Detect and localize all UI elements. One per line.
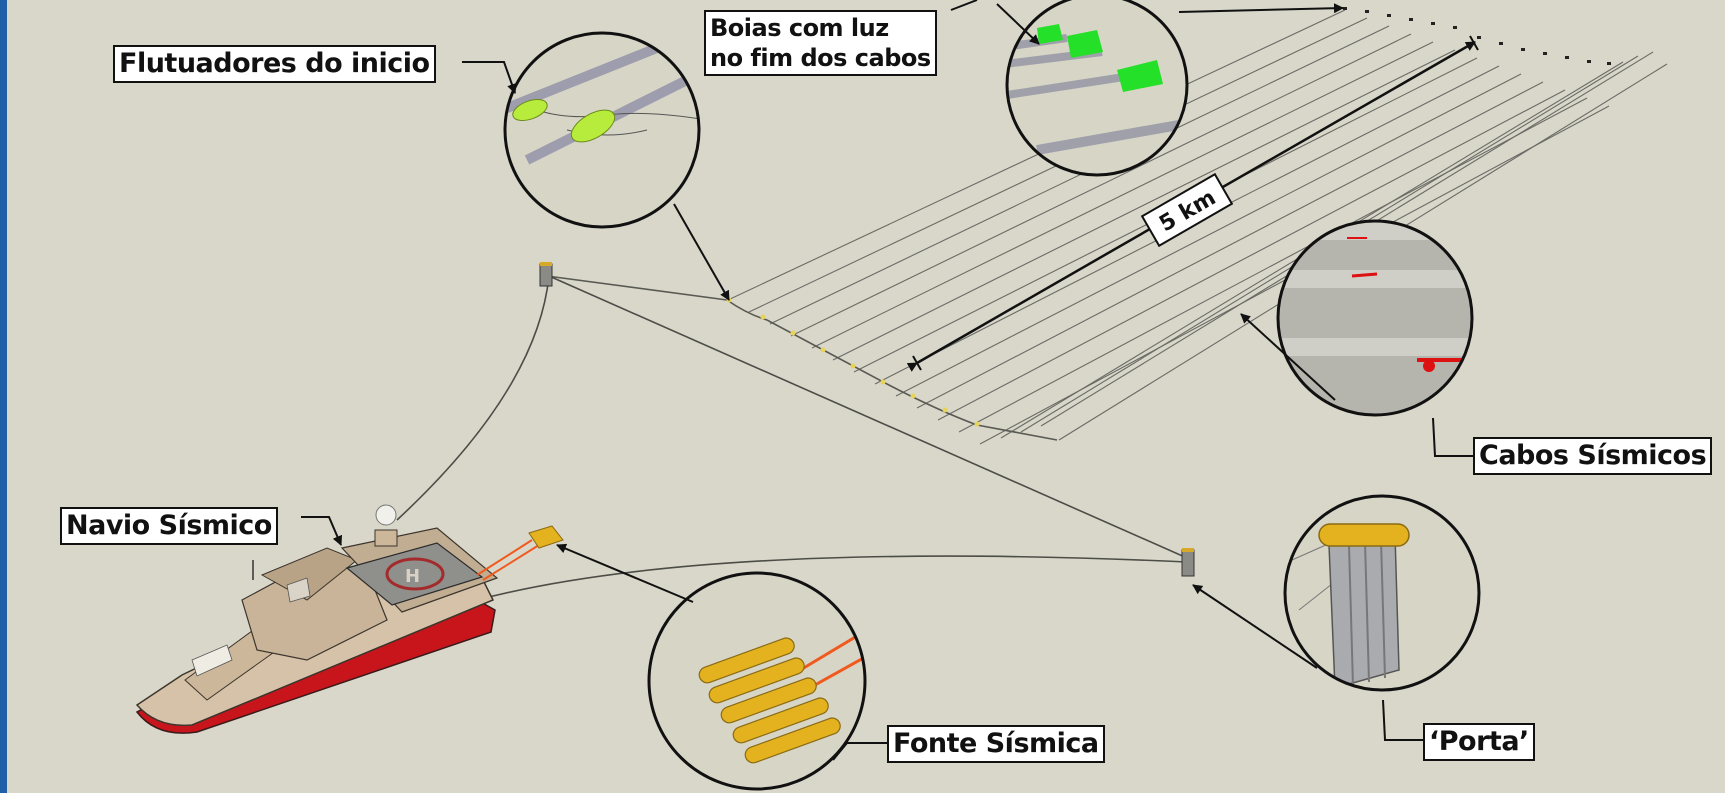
end-buoy-dots bbox=[1343, 7, 1611, 65]
floats-zoom-circle bbox=[503, 31, 701, 229]
ship-label: Navio Sísmico bbox=[60, 507, 278, 545]
door-label: ‘Porta’ bbox=[1423, 723, 1535, 761]
tow-lines bbox=[396, 275, 1188, 601]
diagram-canvas: 5 km H bbox=[135, 0, 1668, 791]
spreader-line bbox=[546, 275, 1058, 441]
callout-arrows bbox=[301, 0, 1475, 761]
cables-label: Cabos Sísmicos bbox=[1473, 437, 1713, 475]
door-zoom-circle bbox=[1283, 494, 1481, 692]
seismic-ship: H bbox=[135, 504, 499, 734]
source-zoom-circle bbox=[647, 571, 867, 791]
head-floats bbox=[726, 297, 980, 427]
source-label: Fonte Sísmica bbox=[887, 725, 1105, 763]
left-door bbox=[539, 262, 553, 287]
floats-label: Flutuadores do inicio bbox=[113, 45, 436, 83]
buoys-label: Boias com luz no fim dos cabos bbox=[704, 10, 937, 76]
helipad-icon: H bbox=[405, 566, 420, 587]
source-array bbox=[476, 525, 564, 581]
right-door bbox=[1181, 548, 1195, 577]
